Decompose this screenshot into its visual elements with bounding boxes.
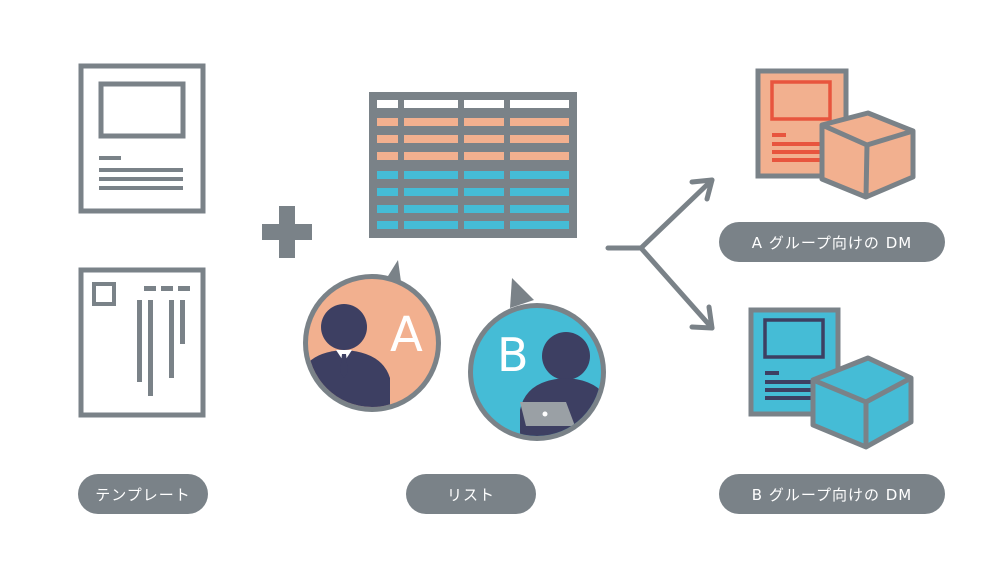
list-label: リスト [406, 474, 536, 514]
avatar-b-letter: B [497, 328, 529, 382]
plus-icon [262, 206, 312, 258]
template-postcard-icon [78, 267, 206, 418]
template-letter-icon [78, 63, 206, 214]
dm-a-icon [755, 68, 916, 200]
avatar-b: B [468, 278, 606, 441]
dm-b-icon [748, 307, 914, 450]
list-table-icon [369, 92, 577, 238]
template-label: テンプレート [78, 474, 208, 514]
branch-arrows [605, 177, 715, 331]
dm-b-label: B グループ向けの DM [719, 474, 945, 514]
avatar-a-letter: A [390, 307, 423, 363]
avatar-a: A [303, 260, 441, 412]
dm-a-label: A グループ向けの DM [719, 222, 945, 262]
